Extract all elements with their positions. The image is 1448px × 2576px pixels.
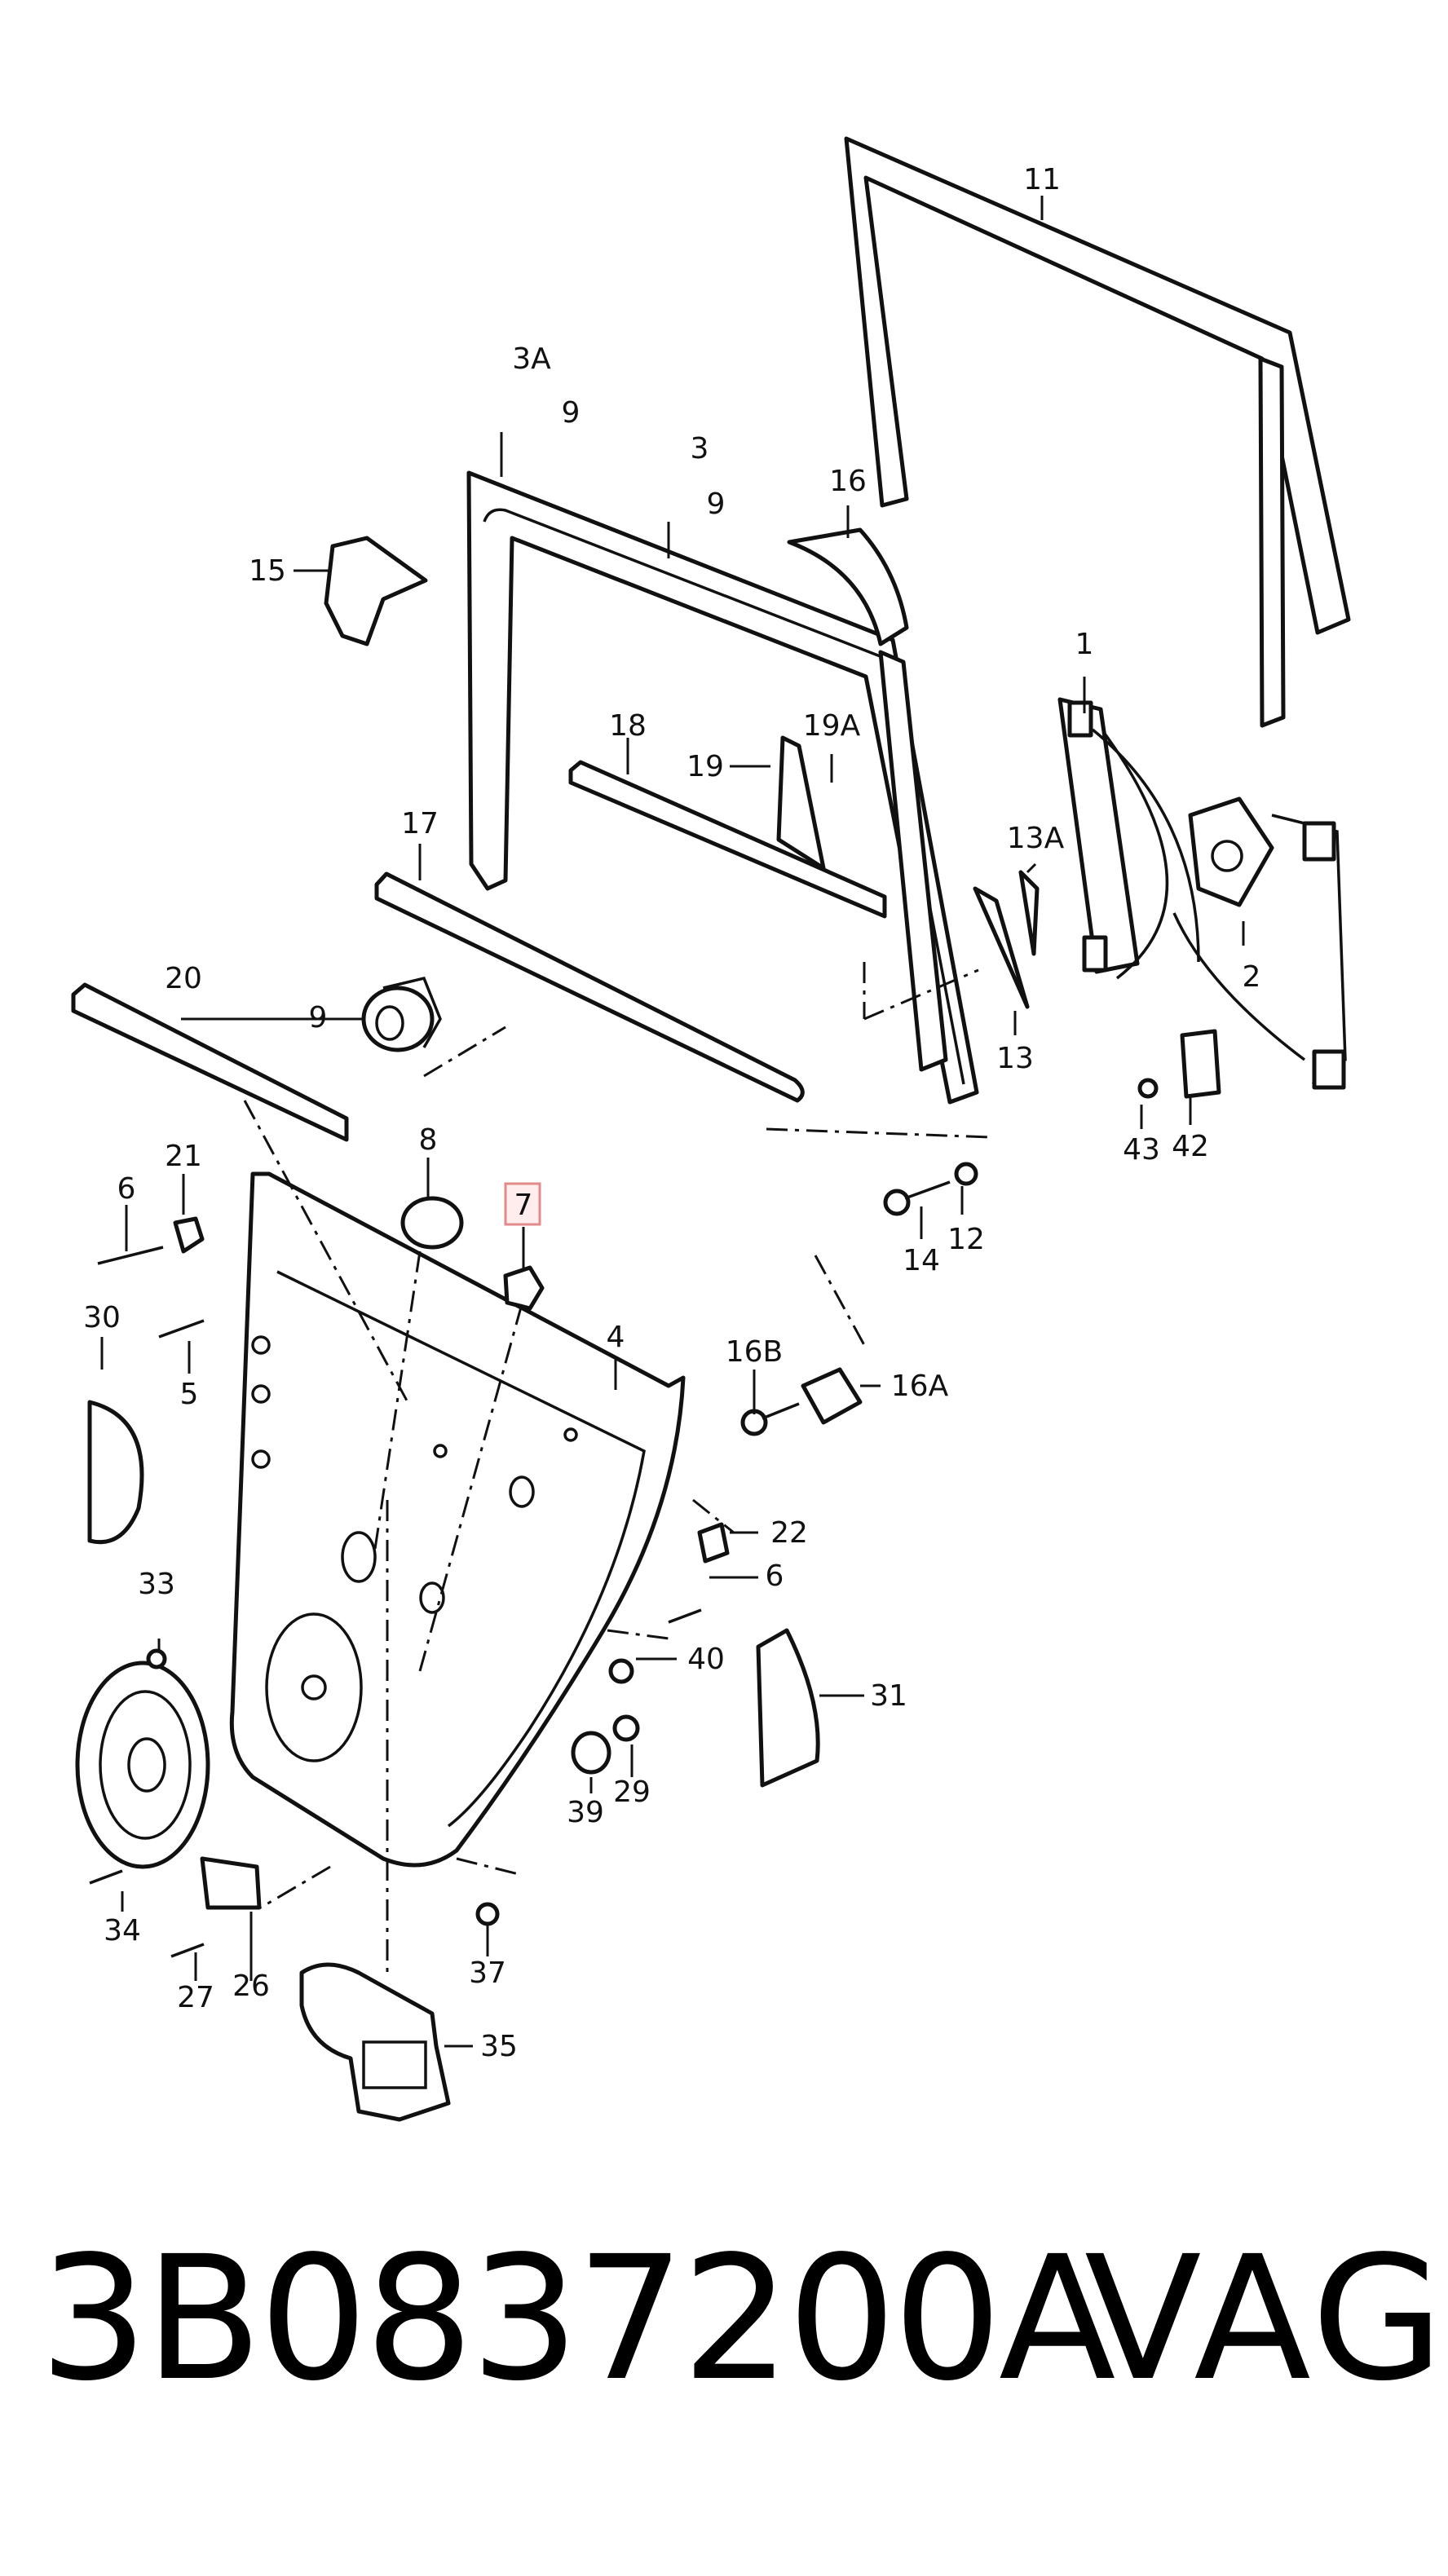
callout-35[interactable]: 35 (480, 2030, 518, 2063)
callout-16A[interactable]: 16A (891, 1370, 949, 1403)
part-15-bracket (324, 536, 428, 646)
callout-43[interactable]: 43 (1123, 1133, 1160, 1167)
part-35-window-motor (299, 1962, 451, 2122)
part-21-bracket (97, 1216, 205, 1339)
callout-2[interactable]: 2 (1243, 960, 1261, 994)
part-18-inner-strip (568, 760, 887, 919)
leader-lines (100, 196, 1245, 2048)
part-26-bracket (89, 1856, 500, 1958)
part-number-text: 3B0837200A (39, 2219, 1116, 2419)
callout-9-top[interactable]: 9 (562, 396, 581, 430)
callout-19A[interactable]: 19A (803, 709, 861, 743)
callout-9-mid[interactable]: 9 (707, 487, 726, 521)
callout-12[interactable]: 12 (947, 1223, 985, 1256)
callout-20[interactable]: 20 (165, 962, 202, 995)
callout-13[interactable]: 13 (996, 1042, 1034, 1075)
part-33-speaker (75, 1648, 210, 1869)
footer: 3B0837200A VAG (0, 2234, 1448, 2527)
part-42-bracket (1137, 1029, 1221, 1099)
callout-27[interactable]: 27 (177, 1981, 214, 2014)
part-4-module-carrier (229, 1171, 686, 1868)
part-11-window-channel (844, 136, 1351, 728)
part-7-clip (503, 1265, 545, 1311)
callout-40[interactable]: 40 (687, 1643, 725, 1676)
callout-6-mid[interactable]: 6 (766, 1559, 784, 1593)
callout-29[interactable]: 29 (613, 1775, 651, 1809)
callout-34[interactable]: 34 (104, 1914, 141, 1947)
callout-11[interactable]: 11 (1023, 163, 1061, 196)
part-16-trim (787, 527, 909, 646)
callout-37[interactable]: 37 (469, 1956, 506, 1990)
callout-26[interactable]: 26 (232, 1969, 270, 2003)
highlight-box-part-7 (504, 1182, 541, 1226)
part-30-trim (87, 1400, 144, 1545)
part-8-cover-cap (400, 1196, 464, 1250)
brand-text: VAG (1084, 2219, 1447, 2419)
callout-16B[interactable]: 16B (726, 1335, 784, 1369)
callout-42[interactable]: 42 (1172, 1130, 1209, 1163)
callout-4[interactable]: 4 (607, 1321, 625, 1354)
callout-31[interactable]: 31 (870, 1679, 907, 1713)
part-31-cover (756, 1628, 820, 1788)
callout-5[interactable]: 5 (180, 1378, 199, 1411)
callout-39[interactable]: 39 (567, 1796, 604, 1829)
part-9-guide (361, 976, 442, 1052)
callout-13A[interactable]: 13A (1007, 822, 1065, 855)
callout-1[interactable]: 1 (1075, 628, 1094, 661)
callout-16[interactable]: 16 (829, 465, 867, 498)
callout-15[interactable]: 15 (249, 554, 286, 588)
part-3-door-frame (466, 470, 979, 1105)
part-1-window-regulator (1057, 697, 1347, 1090)
part-40-nut (571, 1658, 640, 1775)
part-20-seal-strip (71, 982, 349, 1142)
callout-6-top[interactable]: 6 (117, 1172, 136, 1206)
callout-22[interactable]: 22 (770, 1516, 808, 1550)
part-17-outer-strip (374, 871, 805, 1103)
callout-14[interactable]: 14 (903, 1244, 940, 1277)
callout-19[interactable]: 19 (686, 750, 724, 783)
callout-21[interactable]: 21 (165, 1140, 202, 1173)
callout-33[interactable]: 33 (138, 1568, 175, 1601)
part-16a-clip (740, 1367, 863, 1436)
part-14-bolt (883, 1162, 978, 1216)
callout-17[interactable]: 17 (401, 807, 439, 840)
assembly-dash-lines (243, 962, 991, 1973)
callout-8[interactable]: 8 (419, 1123, 438, 1157)
exploded-parts-diagram: 11 3A 9 3 9 16 15 1 18 19A 19 13A 17 2 2… (71, 136, 1351, 2122)
callout-3A[interactable]: 3A (512, 342, 551, 376)
part-19-quarter-glass (776, 735, 826, 871)
callout-30[interactable]: 30 (83, 1301, 121, 1334)
callout-labels[interactable]: 11 3A 9 3 9 16 15 1 18 19A 19 13A 17 2 2… (83, 163, 1260, 2063)
callout-3[interactable]: 3 (691, 432, 709, 465)
callout-18[interactable]: 18 (609, 709, 647, 743)
part-13-triangle-seals (973, 870, 1040, 1009)
callout-9-left[interactable]: 9 (309, 1001, 328, 1034)
part-22-bracket (668, 1522, 730, 1624)
callout-7[interactable]: 7 (514, 1189, 533, 1222)
